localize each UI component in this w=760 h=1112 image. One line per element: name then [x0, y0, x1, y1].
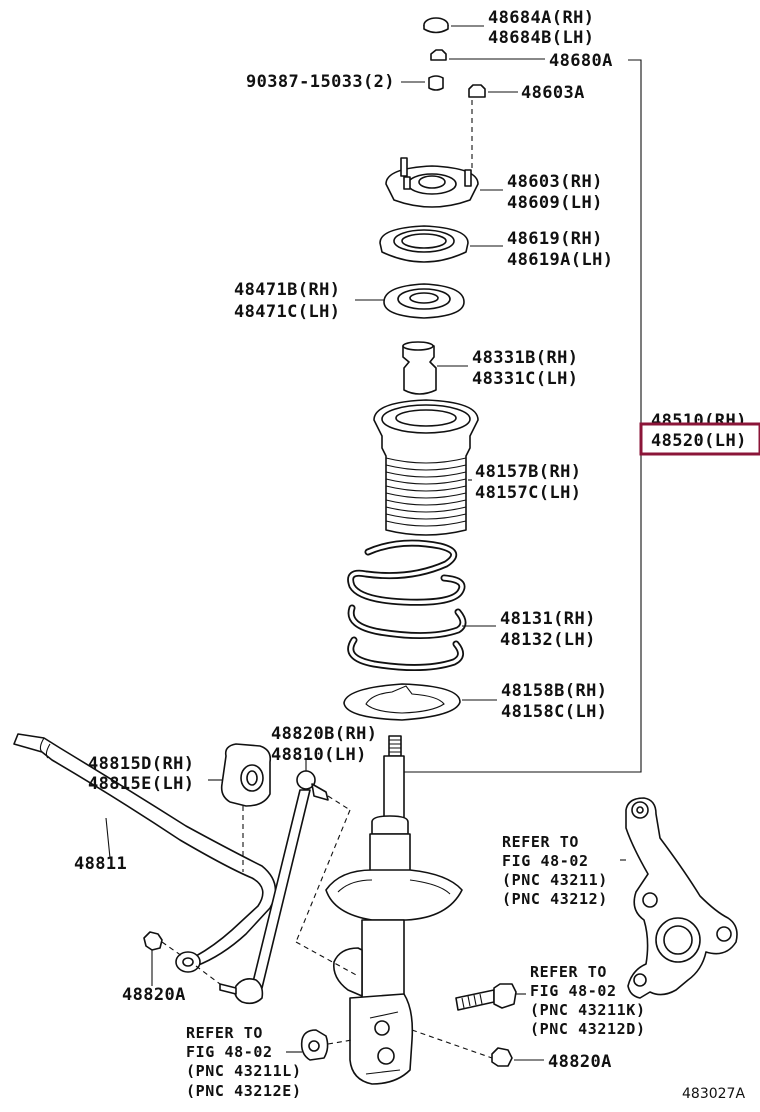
svg-text:FIG 48-02: FIG 48-02: [502, 852, 589, 870]
svg-text:48157B(RH): 48157B(RH): [475, 462, 581, 482]
nut-48680a-part[interactable]: [430, 49, 545, 61]
svg-text:48158B(RH): 48158B(RH): [501, 681, 607, 701]
svg-text:48157C(LH): 48157C(LH): [475, 483, 581, 503]
svg-text:FIG 48-02: FIG 48-02: [186, 1043, 273, 1061]
spring-upper-insulator-part[interactable]: [355, 283, 465, 319]
svg-text:REFER TO: REFER TO: [186, 1024, 263, 1042]
label-90387[interactable]: 90387-15033(2): [246, 72, 395, 92]
highlight-box: [639, 422, 760, 456]
nut-48820a-left-part[interactable]: [143, 931, 221, 986]
shock-absorber-part[interactable]: [325, 735, 463, 1085]
nut-48603a-part[interactable]: [468, 84, 518, 170]
svg-text:(PNC 43211L): (PNC 43211L): [186, 1062, 302, 1080]
stabilizer-bar-part[interactable]: [13, 733, 277, 973]
label-48603a[interactable]: 48603A: [521, 83, 585, 103]
strut-bearing-part[interactable]: [379, 225, 503, 263]
dust-boot-part[interactable]: [373, 399, 479, 536]
label-48157[interactable]: 48157B(RH) 48157C(LH): [475, 462, 581, 503]
cam-nut-part[interactable]: [286, 1029, 353, 1061]
svg-text:REFER TO: REFER TO: [530, 963, 607, 981]
reference-knuckle[interactable]: REFER TO FIG 48-02 (PNC 43211) (PNC 4321…: [502, 833, 608, 908]
steering-knuckle-part[interactable]: [620, 797, 738, 999]
svg-text:(PNC 43212E): (PNC 43212E): [186, 1082, 302, 1100]
svg-text:48331B(RH): 48331B(RH): [472, 348, 578, 368]
svg-text:48158C(LH): 48158C(LH): [501, 702, 607, 722]
label-48820a-left[interactable]: 48820A: [122, 985, 186, 1005]
washer-90387-part[interactable]: [401, 75, 444, 91]
label-48471[interactable]: 48471B(RH) 48471C(LH): [234, 280, 340, 322]
stabilizer-link-part[interactable]: [219, 760, 359, 1005]
svg-text:48603(RH): 48603(RH): [507, 172, 603, 192]
svg-text:48471B(RH): 48471B(RH): [234, 280, 340, 300]
reference-nut[interactable]: REFER TO FIG 48-02 (PNC 43211L) (PNC 432…: [186, 1024, 302, 1100]
svg-text:48132(LH): 48132(LH): [500, 630, 596, 650]
svg-text:48810(LH): 48810(LH): [271, 745, 367, 765]
label-48680a[interactable]: 48680A: [549, 51, 613, 71]
svg-text:48684A(RH): 48684A(RH): [488, 8, 594, 28]
label-48811[interactable]: 48811: [74, 854, 127, 874]
label-48131[interactable]: 48131(RH) 48132(LH): [500, 609, 596, 650]
label-48619[interactable]: 48619(RH) 48619A(LH): [507, 229, 613, 270]
reference-bolt[interactable]: REFER TO FIG 48-02 (PNC 43211K) (PNC 432…: [530, 963, 646, 1038]
svg-text:48331C(LH): 48331C(LH): [472, 369, 578, 389]
svg-text:48520(LH): 48520(LH): [651, 431, 747, 451]
label-48820b[interactable]: 48820B(RH) 48810(LH): [271, 724, 377, 765]
svg-text:48820B(RH): 48820B(RH): [271, 724, 377, 744]
label-48815[interactable]: 48815D(RH) 48815E(LH): [88, 754, 194, 794]
coil-spring-part[interactable]: [347, 539, 496, 672]
svg-text:(PNC 43211): (PNC 43211): [502, 871, 608, 889]
label-48510[interactable]: 48510(RH) 48520(LH): [639, 411, 760, 456]
nut-48820a-bottom-part[interactable]: [411, 1029, 544, 1067]
svg-text:48684B(LH): 48684B(LH): [488, 28, 594, 48]
stabilizer-bushing-part[interactable]: [208, 743, 272, 872]
svg-text:48131(RH): 48131(RH): [500, 609, 596, 629]
svg-text:48815E(LH): 48815E(LH): [88, 774, 194, 794]
svg-text:(PNC 43212): (PNC 43212): [502, 890, 608, 908]
bolt-part[interactable]: [455, 983, 526, 1011]
svg-text:48815D(RH): 48815D(RH): [88, 754, 194, 774]
spring-lower-insulator-part[interactable]: [343, 683, 497, 721]
dust-cap-part[interactable]: [423, 17, 484, 34]
svg-text:(PNC 43212D): (PNC 43212D): [530, 1020, 646, 1038]
label-48158[interactable]: 48158B(RH) 48158C(LH): [501, 681, 607, 722]
svg-text:48619A(LH): 48619A(LH): [507, 250, 613, 270]
label-48684[interactable]: 48684A(RH) 48684B(LH): [488, 8, 594, 48]
boot-bellows-ribs: [385, 457, 467, 527]
svg-text:FIG 48-02: FIG 48-02: [530, 982, 617, 1000]
strut-mount-support-part[interactable]: [385, 157, 503, 208]
svg-text:48471C(LH): 48471C(LH): [234, 302, 340, 322]
spring-bumper-part[interactable]: [402, 341, 468, 395]
svg-text:REFER TO: REFER TO: [502, 833, 579, 851]
svg-text:48619(RH): 48619(RH): [507, 229, 603, 249]
svg-text:48609(LH): 48609(LH): [507, 193, 603, 213]
label-48820a-bottom[interactable]: 48820A: [548, 1052, 612, 1072]
label-48331[interactable]: 48331B(RH) 48331C(LH): [472, 348, 578, 389]
label-48603[interactable]: 48603(RH) 48609(LH): [507, 172, 603, 213]
diagram-code: 483027A: [682, 1086, 745, 1102]
svg-text:(PNC 43211K): (PNC 43211K): [530, 1001, 646, 1019]
